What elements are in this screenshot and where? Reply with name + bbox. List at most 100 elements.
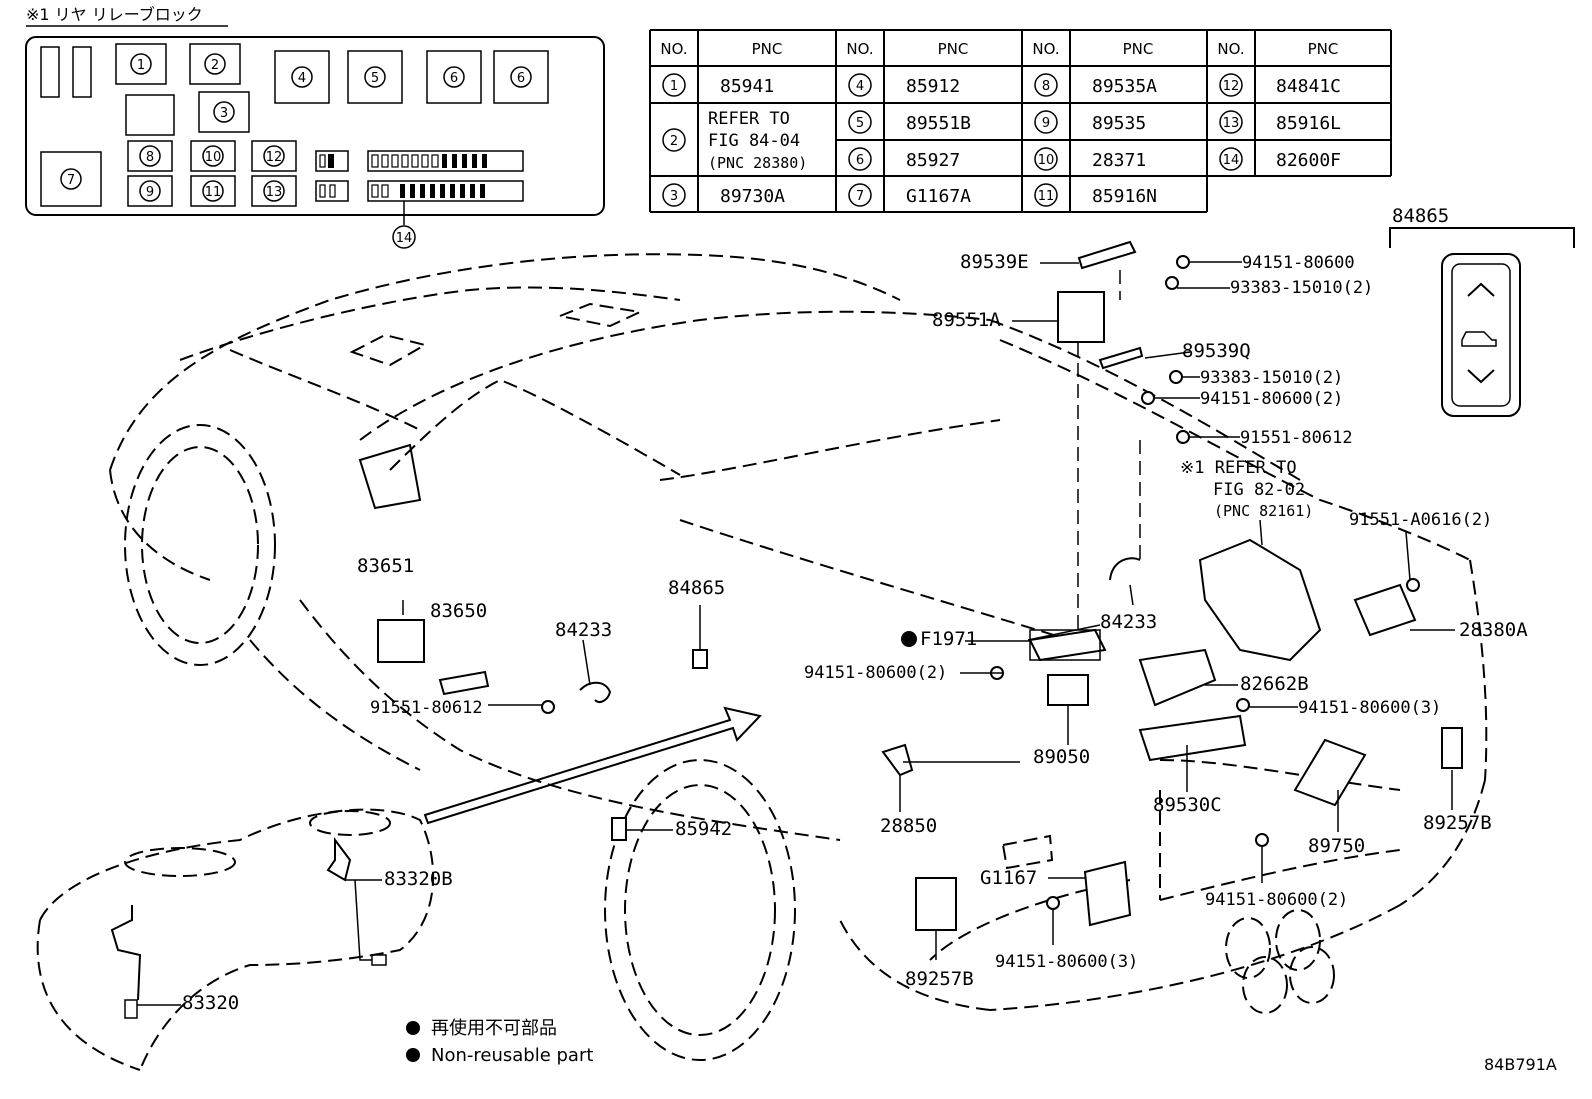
table-pnc: REFER TO xyxy=(708,109,790,129)
table-pnc: (PNC 28380) xyxy=(708,154,807,172)
table-no: 14 xyxy=(1223,153,1240,168)
relay-block: ※1 リヤ リレーブロック xyxy=(25,5,605,249)
legend-japanese: 再使用不可部品 xyxy=(431,1018,557,1039)
relay-slot-5: 5 xyxy=(371,71,379,86)
part-shapes xyxy=(377,240,1463,931)
label-91551-A0616: 91551-A0616(2) xyxy=(1349,510,1492,530)
table-no: 9 xyxy=(1042,116,1050,131)
label-83650: 83650 xyxy=(430,600,487,622)
table-no: 12 xyxy=(1223,79,1240,94)
table-pnc: G1167A xyxy=(906,186,971,207)
table-pnc: 89551B xyxy=(906,113,971,134)
label-84865-inset: 84865 xyxy=(1392,205,1449,227)
table-no: 2 xyxy=(670,134,678,149)
label-G1167: G1167 xyxy=(980,867,1037,889)
table-no: 10 xyxy=(1038,153,1055,168)
label-89530C: 89530C xyxy=(1153,794,1222,816)
chevron-up-icon xyxy=(1467,282,1495,297)
relay-slot-6a: 6 xyxy=(450,71,458,86)
label-84865: 84865 xyxy=(668,577,725,599)
label-F1971: F1971 xyxy=(920,628,977,650)
label-28380A: 28380A xyxy=(1459,619,1528,641)
table-header-pnc-4: PNC xyxy=(1308,40,1339,58)
table-header-no-1: NO. xyxy=(660,40,687,58)
table-header-no-2: NO. xyxy=(846,40,873,58)
table-pnc: 82600F xyxy=(1276,150,1341,171)
figure-code: 84B791A xyxy=(1484,1055,1557,1074)
table-no: 1 xyxy=(670,79,678,94)
relay-slot-10: 10 xyxy=(205,150,222,165)
dashed-guide-lines xyxy=(1077,270,1141,630)
table-no: 5 xyxy=(856,116,864,131)
label-89257B: 89257B xyxy=(905,968,974,990)
label-89539E: 89539E xyxy=(960,251,1029,273)
table-pnc: 85916L xyxy=(1276,113,1341,134)
table-header-pnc-3: PNC xyxy=(1123,40,1154,58)
relay-slot-1: 1 xyxy=(137,58,145,73)
table-pnc: 85916N xyxy=(1092,186,1157,207)
table-pnc: 28371 xyxy=(1092,150,1146,171)
leader-lines xyxy=(137,261,1455,1006)
chevron-down-icon xyxy=(1467,369,1495,384)
switch-inset-84865: 84865 xyxy=(1389,205,1575,417)
table-header-pnc-1: PNC xyxy=(752,40,783,58)
relay-slot-3: 3 xyxy=(220,106,228,121)
relay-slot-7: 7 xyxy=(67,173,75,188)
table-pnc: 85927 xyxy=(906,150,960,171)
part-labels: 89539E 94151-80600 93383-15010(2) 89551A… xyxy=(182,251,1528,1014)
label-94151-80600: 94151-80600(3) xyxy=(1298,698,1441,718)
label-93383-15010: 93383-15010(2) xyxy=(1200,368,1343,388)
label-89050: 89050 xyxy=(1033,746,1090,768)
label-89257B: 89257B xyxy=(1423,812,1492,834)
label-82662B: 82662B xyxy=(1240,673,1309,695)
label-91551-80612: 91551-80612 xyxy=(1240,428,1353,448)
label-89551A: 89551A xyxy=(932,309,1001,331)
label-94151-80600: 94151-80600 xyxy=(1242,253,1355,273)
car-icon xyxy=(1461,331,1497,347)
table-no: 8 xyxy=(1042,79,1050,94)
fuel-tank xyxy=(36,808,435,1071)
label-94151-80600: 94151-80600(2) xyxy=(1200,389,1343,409)
table-no: 4 xyxy=(856,79,864,94)
label-94151-80600: 94151-80600(3) xyxy=(995,952,1138,972)
table-pnc: 89535A xyxy=(1092,76,1157,97)
table-pnc: 89535 xyxy=(1092,113,1146,134)
label-89539Q: 89539Q xyxy=(1182,340,1251,362)
relay-slot-2: 2 xyxy=(211,58,219,73)
table-pnc: 85941 xyxy=(720,76,774,97)
label-84233: 84233 xyxy=(1100,611,1157,633)
table-no: 6 xyxy=(856,153,864,168)
label-94151-80600: 94151-80600(2) xyxy=(1205,890,1348,910)
label-83320B: 83320B xyxy=(384,868,453,890)
relay-slot-12: 12 xyxy=(266,150,283,165)
label-83651: 83651 xyxy=(357,555,414,577)
label-refer-line1: ※1 REFER TO xyxy=(1180,458,1297,478)
table-no: 11 xyxy=(1038,189,1055,204)
label-91551-80612: 91551-80612 xyxy=(370,698,483,718)
label-83320: 83320 xyxy=(182,992,239,1014)
car-body-outline xyxy=(109,253,1488,1061)
relay-slot-8: 8 xyxy=(146,150,154,165)
table-pnc: FIG 84-04 xyxy=(708,131,800,151)
legend: 再使用不可部品 Non-reusable part xyxy=(406,1018,593,1066)
label-84233: 84233 xyxy=(555,619,612,641)
table-pnc: 84841C xyxy=(1276,76,1341,97)
table-pnc: 85912 xyxy=(906,76,960,97)
table-pnc: 89730A xyxy=(720,186,785,207)
label-refer-line2: FIG 82-02 xyxy=(1213,480,1305,500)
table-header-pnc-2: PNC xyxy=(938,40,969,58)
label-28850: 28850 xyxy=(880,815,937,837)
label-85942: 85942 xyxy=(675,818,732,840)
legend-english: Non-reusable part xyxy=(431,1045,593,1066)
table-no: 7 xyxy=(856,189,864,204)
table-header-no-3: NO. xyxy=(1032,40,1059,58)
legend-dot xyxy=(406,1021,420,1035)
relay-block-title: ※1 リヤ リレーブロック xyxy=(26,5,203,24)
table-no: 3 xyxy=(670,189,678,204)
label-93383-15010: 93383-15010(2) xyxy=(1230,278,1373,298)
pnc-table: NO. PNC NO. PNC NO. PNC NO. PNC 1 2 3 4 … xyxy=(649,29,1392,213)
relay-slot-4: 4 xyxy=(298,71,306,86)
label-94151-80600: 94151-80600(2) xyxy=(804,663,947,683)
label-89750: 89750 xyxy=(1308,835,1365,857)
